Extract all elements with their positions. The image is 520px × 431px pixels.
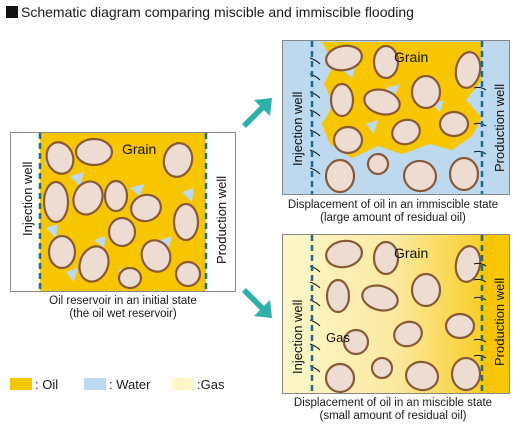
initial-reservoir-panel: Grain Injection well Production well <box>10 132 236 292</box>
miscible-grains <box>324 239 482 394</box>
legend-water: : Water <box>84 377 150 392</box>
immiscible-grains <box>324 44 482 194</box>
miscible-grain-label: Grain <box>394 245 428 261</box>
miscible-caption-line1: Displacement of oil in an miscible state <box>293 397 493 409</box>
initial-caption-line1: Oil reservoir in an initial state <box>49 295 197 307</box>
legend-gas: :Gas <box>172 377 224 392</box>
miscible-caption-line2: (small amount of residual oil) <box>319 410 467 422</box>
immiscible-injection-arrows <box>309 57 321 175</box>
initial-caption: Oil reservoir in an initial state (the o… <box>10 295 236 321</box>
title-square-icon <box>6 6 18 18</box>
arrow-up-right-icon <box>242 98 272 128</box>
miscible-caption: Displacement of oil in an miscible state… <box>266 397 520 423</box>
immiscible-caption-line2: (large amount of residual oil) <box>320 212 466 224</box>
title-text: Schematic diagram comparing miscible and… <box>21 4 414 20</box>
immiscible-caption: Displacement of oil in an immiscible sta… <box>266 199 520 225</box>
initial-injection-well-label: Injection well <box>20 161 35 236</box>
initial-grains <box>42 137 202 290</box>
miscible-production-well-label: Production well <box>492 278 507 366</box>
diagram-title: Schematic diagram comparing miscible and… <box>6 4 414 20</box>
miscible-oil-bank <box>480 235 509 393</box>
gas-swatch <box>172 378 194 390</box>
legend-oil: : Oil <box>10 377 58 392</box>
immiscible-injection-well-label: Injection well <box>290 91 305 166</box>
legend-oil-label: : Oil <box>35 377 59 392</box>
miscible-panel: Grain Gas Injection well Production well <box>282 234 510 394</box>
water-swatch <box>84 378 106 390</box>
initial-grain-label: Grain <box>122 141 156 157</box>
immiscible-production-well-label: Production well <box>492 84 507 172</box>
legend-water-label: : Water <box>109 377 151 392</box>
miscible-gas-label: Gas <box>326 330 350 345</box>
initial-production-well-label: Production well <box>214 176 229 264</box>
immiscible-panel: Grain Injection well Production well <box>282 40 510 195</box>
oil-swatch <box>10 378 32 390</box>
miscible-injection-well-label: Injection well <box>290 299 305 374</box>
miscible-production-arrows <box>473 262 487 359</box>
initial-caption-line2: (the oil wet reservoir) <box>69 308 177 320</box>
immiscible-caption-line1: Displacement of oil in an immiscible sta… <box>287 199 499 211</box>
legend-gas-label: :Gas <box>197 377 225 392</box>
immiscible-production-arrows <box>473 86 487 155</box>
immiscible-grain-label: Grain <box>394 49 428 65</box>
arrow-down-right-icon <box>242 288 272 318</box>
